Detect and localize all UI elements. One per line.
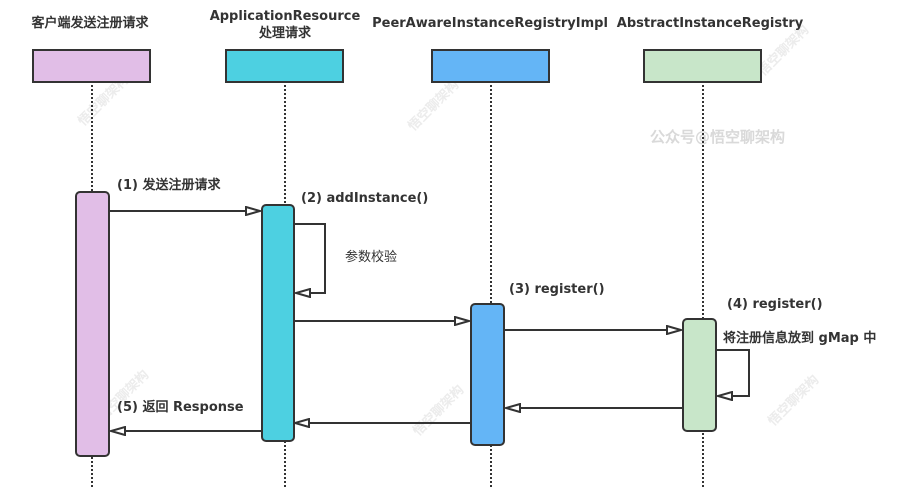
title-line: AbstractInstanceRegistry: [616, 16, 804, 31]
watermark-text: 公众号@悟空聊架构: [650, 128, 786, 146]
activation-app-resource[interactable]: [261, 204, 295, 442]
participant-title-peer-aware: PeerAwareInstanceRegistryImpl: [370, 15, 610, 32]
participant-head-app-resource[interactable]: [225, 49, 344, 83]
message-label-1: (1) 发送注册请求: [117, 178, 221, 193]
title-line: ApplicationResource: [209, 9, 361, 24]
activation-client[interactable]: [75, 191, 110, 457]
message-note-2: 参数校验: [345, 250, 398, 265]
participant-title-client: 客户端发送注册请求: [20, 15, 160, 32]
participant-title-app-resource: ApplicationResource 处理请求: [195, 8, 375, 42]
participant-head-client[interactable]: [32, 49, 151, 83]
participant-head-abstract-registry[interactable]: [643, 49, 762, 83]
lifeline-peer-aware: [490, 85, 492, 487]
title-line: 客户端发送注册请求: [31, 16, 149, 31]
participant-head-peer-aware[interactable]: [431, 49, 550, 83]
message-label-3: (3) register(): [509, 282, 605, 297]
arrow-m2-self: [294, 223, 326, 293]
participant-title-abstract-registry: AbstractInstanceRegistry: [610, 15, 810, 32]
arrow-m4-self: [716, 349, 750, 396]
title-line: 处理请求: [258, 26, 311, 41]
lifeline-abstract-registry: [702, 85, 704, 487]
activation-abstract-registry[interactable]: [682, 318, 717, 432]
message-label-5: (5) 返回 Response: [117, 400, 244, 415]
activation-peer-aware[interactable]: [470, 303, 505, 446]
message-label-2: (2) addInstance(): [301, 191, 429, 206]
title-line: PeerAwareInstanceRegistryImpl: [372, 16, 608, 31]
message-label-4: (4) register(): [727, 297, 823, 312]
message-note-4: 将注册信息放到 gMap 中: [723, 331, 877, 346]
